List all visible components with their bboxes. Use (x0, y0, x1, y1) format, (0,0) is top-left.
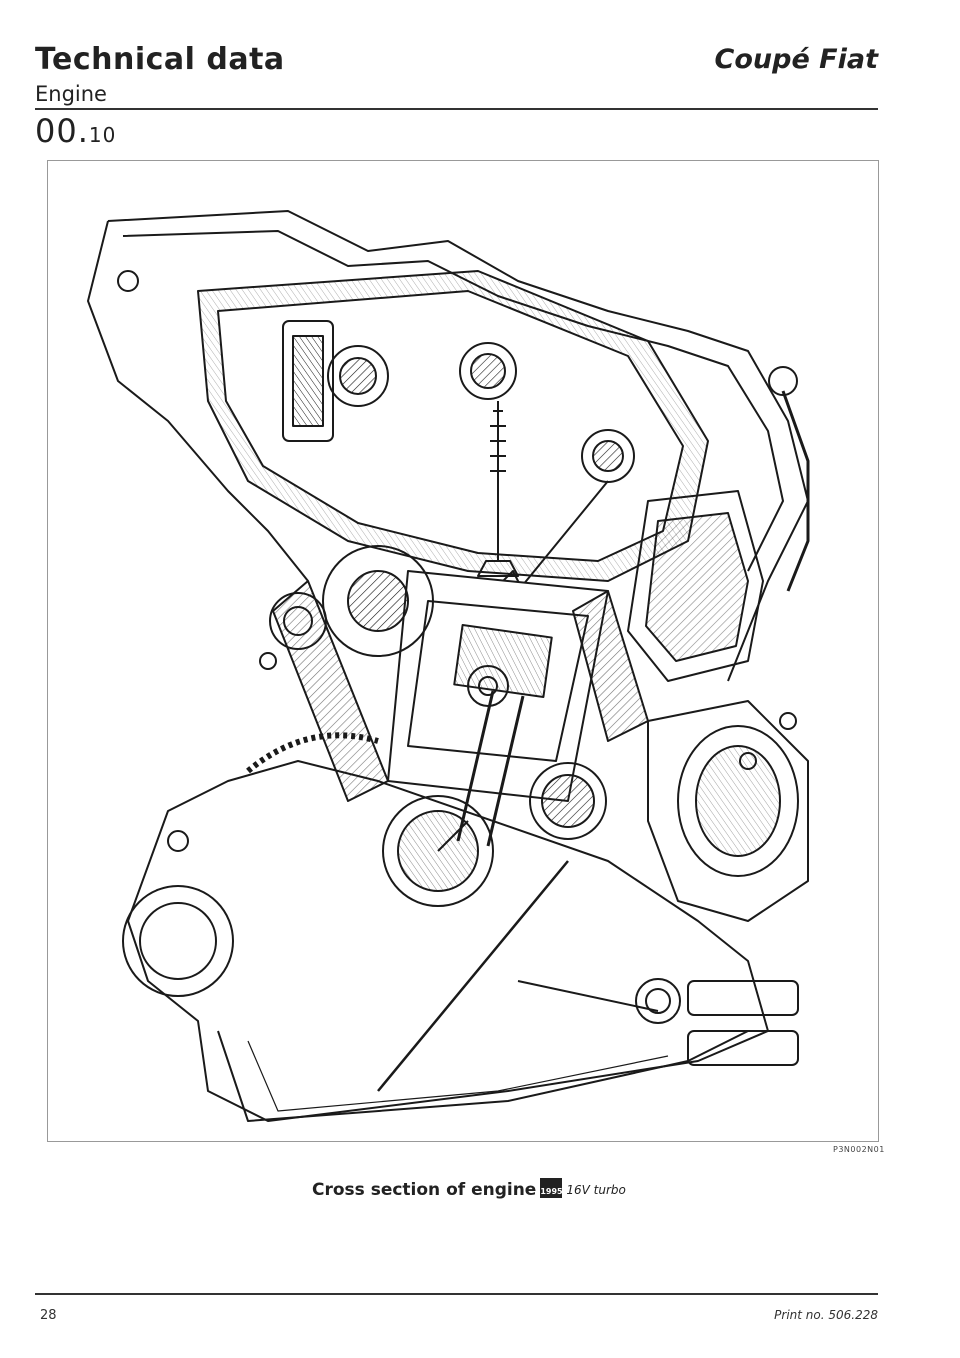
page-subtitle: Engine (35, 82, 107, 106)
brand-name: Coupé Fiat (714, 44, 878, 75)
figure-caption: Cross section of engine 1995 16V turbo (312, 1178, 626, 1202)
figure-frame (47, 160, 879, 1142)
engine-badge-icon: 1995 (540, 1178, 563, 1202)
page-title: Technical data (35, 42, 285, 77)
engine-variant: 16V turbo (566, 1183, 626, 1197)
section-number: 00.10 (35, 112, 116, 150)
section-number-main: 00. (35, 112, 89, 150)
footer-divider (35, 1293, 878, 1295)
caption-text: Cross section of engine (312, 1180, 537, 1200)
section-number-sub: 10 (88, 123, 117, 147)
engine-badge-number: 1995 (540, 1186, 563, 1198)
page-number: 28 (40, 1308, 57, 1323)
engine-badge-top (540, 1178, 563, 1186)
engine-cross-section-drawing (87, 210, 810, 1122)
print-number: Print no. 506.228 (774, 1308, 878, 1322)
header-divider (35, 108, 878, 110)
figure-code: P3N002N01 (833, 1145, 885, 1154)
